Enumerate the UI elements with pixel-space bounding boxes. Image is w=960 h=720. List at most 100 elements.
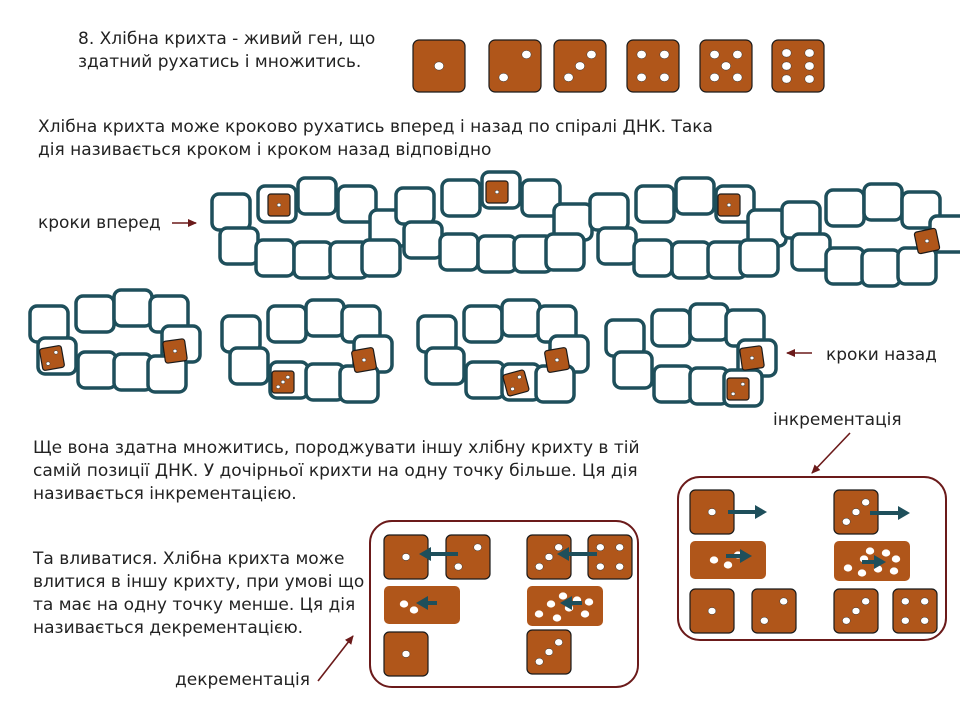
steps-forward-label: кроки вперед — [38, 213, 161, 233]
die-pip — [732, 73, 743, 82]
die-face-3 — [553, 39, 607, 93]
die-pip — [659, 73, 670, 82]
die-pip — [781, 61, 792, 71]
steps-back-label: кроки назад — [826, 345, 937, 365]
dna-cell — [520, 178, 562, 218]
die-pip — [399, 600, 409, 608]
die-pip — [924, 238, 930, 244]
die-pip — [857, 569, 867, 577]
die-pip — [544, 648, 554, 656]
die-pip — [920, 597, 929, 606]
die-body — [445, 534, 491, 580]
die-pip — [843, 564, 853, 572]
die-pip — [709, 73, 720, 82]
die-pip — [596, 543, 605, 552]
dna-cell — [670, 240, 712, 280]
die-pip — [276, 202, 282, 208]
die-pip — [861, 597, 870, 606]
dna-cell — [738, 238, 780, 278]
die-pip — [723, 561, 733, 569]
dna-cell — [612, 350, 654, 390]
dna-cell — [634, 184, 676, 224]
dna-cell — [500, 298, 542, 338]
move-arrow-head — [557, 547, 569, 561]
die-pip — [707, 508, 717, 516]
die-face-2 — [502, 369, 530, 397]
move-arrow-head — [740, 549, 752, 563]
die-pip — [535, 657, 544, 666]
dna-cell — [652, 364, 694, 404]
move-arrow-head — [898, 506, 910, 520]
die-pip — [584, 598, 594, 606]
die-pip — [709, 556, 719, 564]
die-face-1 — [485, 180, 509, 204]
die-pip — [740, 382, 746, 387]
intro-text: Хлібна крихта може кроково рухатись впер… — [38, 117, 713, 160]
increment-frame — [677, 476, 947, 641]
die-face-1 — [267, 193, 291, 217]
die-face-2 — [488, 39, 542, 93]
die-body — [771, 39, 825, 93]
die-pip — [554, 543, 563, 552]
die-body — [39, 345, 65, 371]
dna-cell — [76, 350, 118, 390]
die-pip — [361, 357, 367, 363]
dna-cell — [304, 298, 346, 338]
dna-cell — [896, 246, 938, 286]
decrement-text: Та вливатися. Хлібна крихта може влитися… — [33, 549, 365, 638]
die-face-1 — [383, 631, 429, 677]
die-pip — [53, 350, 59, 355]
die-pip — [434, 61, 444, 71]
die-pip — [552, 614, 562, 622]
die-body — [892, 588, 938, 634]
decrement-label: декрементація — [175, 670, 310, 690]
die-pip — [586, 50, 597, 59]
die-pip — [781, 74, 792, 84]
die-face-3 — [526, 629, 572, 675]
die-pip — [861, 498, 870, 507]
die-body — [626, 39, 680, 93]
dna-cell — [464, 360, 506, 400]
die-pip — [842, 616, 851, 625]
dna-cell — [588, 192, 630, 232]
dna-cell — [862, 182, 904, 222]
die-pip — [920, 616, 929, 625]
die-face-1 — [544, 347, 570, 373]
die-pip — [280, 379, 286, 385]
die-face-4 — [626, 39, 680, 93]
die-face-1 — [412, 39, 466, 93]
dna-cell — [544, 232, 586, 272]
die-pip — [851, 607, 861, 615]
die-face-1 — [739, 345, 765, 371]
die-pip — [517, 375, 522, 380]
dna-cell — [210, 192, 252, 232]
die-pip — [842, 517, 851, 526]
move-arrow-head — [416, 596, 428, 610]
dna-cell — [228, 346, 270, 386]
dna-cell — [462, 304, 504, 344]
die-pip — [510, 386, 515, 391]
die-pip — [580, 610, 590, 618]
die-face-1 — [689, 588, 735, 634]
die-pip — [454, 562, 463, 571]
die-pip — [575, 61, 585, 71]
die-pip — [721, 61, 731, 71]
die-pip — [804, 61, 815, 71]
merged-die — [690, 541, 766, 579]
die-pip — [749, 355, 755, 361]
die-face-6 — [771, 39, 825, 93]
die-pip — [615, 543, 624, 552]
die-pip — [707, 607, 717, 615]
die-pip — [851, 508, 861, 516]
dna-cell — [632, 238, 674, 278]
die-pip — [804, 74, 815, 84]
pointer-arrow — [811, 432, 851, 474]
die-face-1 — [351, 347, 377, 373]
dna-cell — [254, 238, 296, 278]
die-pip — [401, 553, 411, 561]
dna-cell — [336, 184, 378, 224]
merged-die — [527, 586, 603, 626]
dna-cell — [402, 220, 444, 260]
increment-label: інкрементація — [773, 410, 902, 430]
